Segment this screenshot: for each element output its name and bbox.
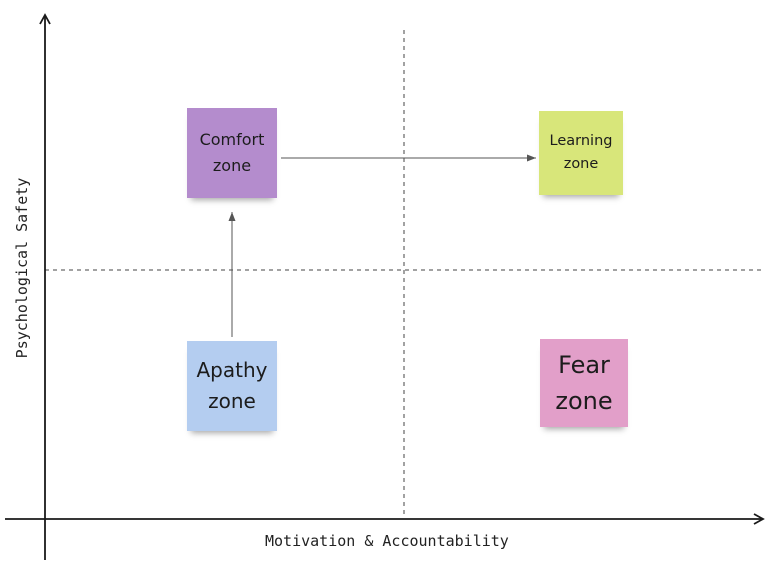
comfort-zone-note[interactable]: Comfort zone [187,108,277,198]
apathy-zone-note[interactable]: Apathy zone [187,341,277,431]
fear-zone-note[interactable]: Fear zone [540,339,628,427]
apathy-zone-line2: zone [208,389,256,413]
apathy-zone-line1: Apathy [196,358,268,382]
learning-zone-line1: Learning [549,133,613,149]
y-axis-label: Psychological Safety [13,177,31,359]
comfort-zone-line2: zone [212,156,252,175]
learning-zone-note[interactable]: Learning zone [539,111,623,195]
learning-zone-line2: zone [563,156,599,172]
fear-zone-line2: zone [555,387,613,415]
x-axis-label: Motivation & Accountability [265,532,509,550]
comfort-zone-line1: Comfort [199,130,265,149]
fear-zone-line1: Fear [558,351,610,379]
